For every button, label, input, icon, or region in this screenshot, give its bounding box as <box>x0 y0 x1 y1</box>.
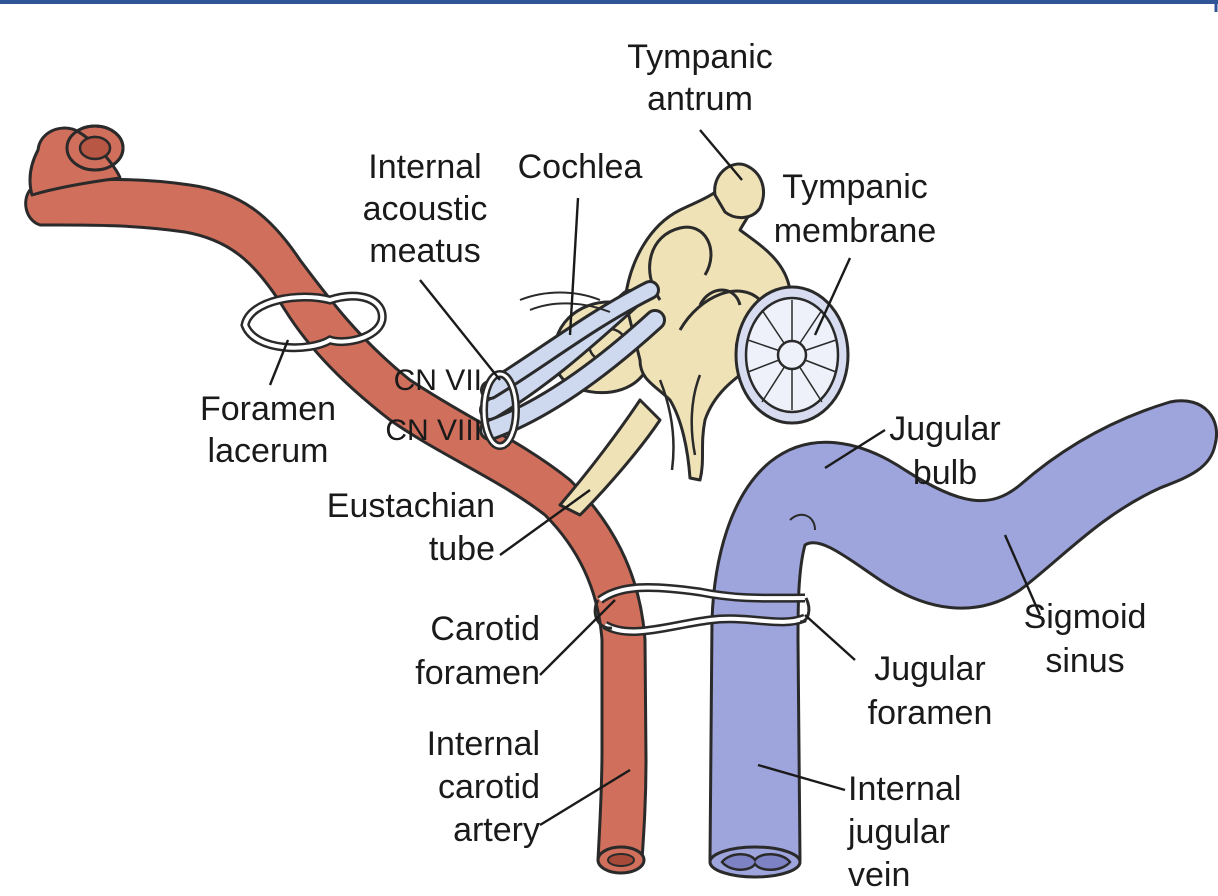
label-carotid-foramen-1: Carotid <box>430 610 540 648</box>
leader-jugular-foramen <box>805 615 855 660</box>
label-internal-carotid-artery-1: Internal <box>427 725 540 763</box>
label-internal-acoustic-meatus-3: meatus <box>369 232 481 270</box>
label-cochlea: Cochlea <box>518 148 643 186</box>
label-jugular-foramen-1: Jugular <box>874 650 986 688</box>
label-tympanic-antrum-1: Tympanic <box>627 38 773 76</box>
label-internal-carotid-artery-3: artery <box>453 811 540 849</box>
label-tympanic-membrane-1: Tympanic <box>782 168 928 206</box>
label-sigmoid-sinus-2: sinus <box>1045 642 1124 680</box>
label-eustachian-tube-2: tube <box>429 530 495 568</box>
label-sigmoid-sinus-1: Sigmoid <box>1024 598 1147 636</box>
label-internal-acoustic-meatus-2: acoustic <box>363 190 488 228</box>
label-foramen-lacerum-2: lacerum <box>208 432 329 470</box>
label-jugular-bulb-2: bulb <box>913 454 977 492</box>
label-internal-carotid-artery-2: carotid <box>438 768 540 806</box>
label-cn-vii: CN VII <box>394 364 482 397</box>
label-jugular-foramen-2: foramen <box>868 694 993 732</box>
label-tympanic-antrum-2: antrum <box>647 80 753 118</box>
tympanic-membrane-disc <box>736 287 848 423</box>
label-eustachian-tube-1: Eustachian <box>327 487 495 525</box>
label-jugular-bulb-1: Jugular <box>889 410 1001 448</box>
label-internal-jugular-vein-3: vein <box>848 856 910 894</box>
label-carotid-foramen-2: foramen <box>415 654 540 692</box>
label-foramen-lacerum-1: Foramen <box>200 390 336 428</box>
label-cn-viii: CN VIII <box>385 414 482 447</box>
label-internal-jugular-vein-1: Internal <box>848 770 961 808</box>
label-tympanic-membrane-2: membrane <box>774 212 937 250</box>
label-internal-acoustic-meatus-1: Internal <box>368 148 481 186</box>
label-internal-jugular-vein-2: jugular <box>847 813 950 851</box>
